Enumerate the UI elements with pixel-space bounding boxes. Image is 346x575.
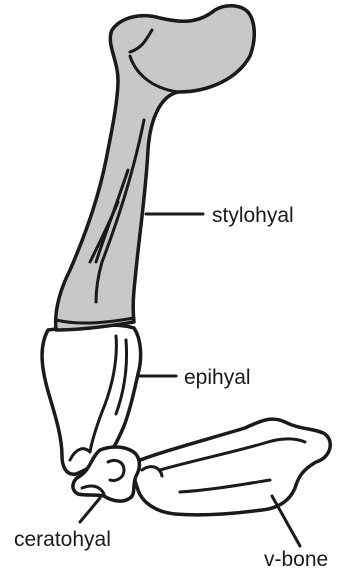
- v-bone-outline: [133, 419, 331, 515]
- stylohyal: [56, 6, 255, 330]
- epihyal-label: epihyal: [184, 366, 251, 389]
- v-bone-leader: [272, 496, 300, 546]
- stylohyal-outline: [56, 6, 255, 330]
- v-bone-label: v-bone: [264, 548, 328, 571]
- stylohyal-label: stylohyal: [212, 204, 294, 227]
- ceratohyal-label: ceratohyal: [14, 528, 111, 551]
- v-bone: [133, 419, 331, 515]
- ceratohyal-leader: [80, 498, 100, 522]
